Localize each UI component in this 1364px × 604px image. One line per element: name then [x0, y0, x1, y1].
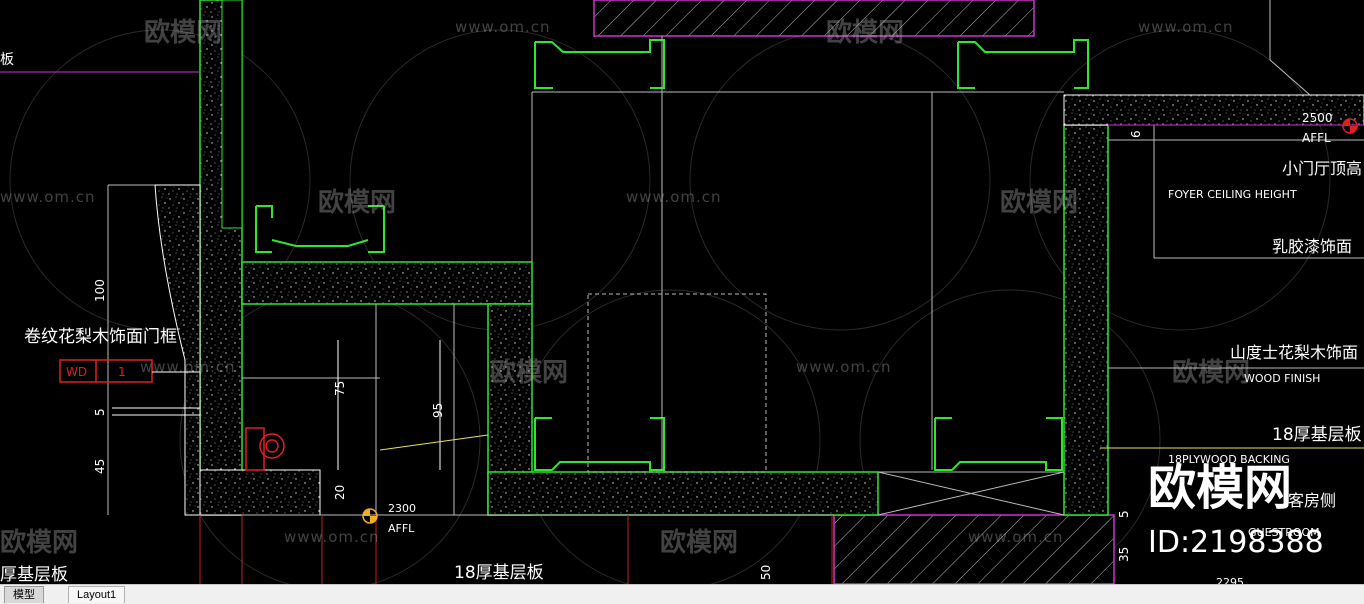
label-guestroom-partial: 客房侧 [1288, 491, 1336, 510]
elev-2300: 2300 [388, 502, 416, 515]
elevation-marker-2500 [1342, 118, 1358, 134]
label-wood-en: WOOD FINISH [1244, 372, 1320, 385]
label-wood-cn: 山度士花梨木饰面 [1230, 343, 1358, 362]
label-base-board-partial: 厚基层板 [0, 565, 68, 584]
dim-5-left: 5 [93, 408, 107, 416]
label-plywood-en: 18PLYWOOD BACKING [1168, 453, 1290, 466]
label-foyer-en: FOYER CEILING HEIGHT [1168, 188, 1297, 201]
label-plywood-bottom: 18厚基层板 [454, 563, 544, 583]
label-foyer-cn: 小门厅顶高 [1282, 159, 1362, 178]
tab-layout1[interactable]: Layout1 [68, 586, 126, 603]
wd-tag-number: 1 [118, 365, 126, 379]
dim-5-right: 5 [1117, 510, 1131, 518]
watermark-brand-large: 欧模网 [1148, 460, 1293, 516]
tab-model[interactable]: 模型 [4, 586, 44, 603]
elevation-marker-2300 [362, 508, 378, 524]
label-latex: 乳胶漆饰面 [1272, 237, 1352, 256]
dim-50: 50 [759, 565, 773, 580]
affl-2: AFFL [388, 522, 415, 535]
label-door-frame: 卷纹花梨木饰面门框 [24, 327, 177, 347]
affl-1: AFFL [1302, 131, 1331, 145]
elev-2500: 2500 [1302, 111, 1333, 125]
label-guestroom-en: GUESTROOM [1248, 526, 1320, 539]
label-plywood-cn: 18厚基层板 [1272, 425, 1362, 445]
dim-95: 95 [431, 403, 445, 418]
dim-100: 100 [93, 279, 107, 302]
watermark-id: ID:2198388 [1148, 525, 1324, 560]
cad-section-drawing: 板 卷纹花梨木饰面门框 WD 1 小门厅顶高 FOYER CEILING HEI… [0, 0, 1364, 591]
cad-drawing-canvas[interactable]: 板 卷纹花梨木饰面门框 WD 1 小门厅顶高 FOYER CEILING HEI… [0, 0, 1364, 591]
dim-75: 75 [333, 381, 347, 396]
layout-tab-bar: 模型 Layout1 [0, 584, 1364, 604]
dim-35: 35 [1117, 547, 1131, 562]
dim-45: 45 [93, 459, 107, 474]
elev-partial: 2295 [1216, 576, 1244, 584]
dim-6: 6 [1129, 130, 1143, 138]
label-partial-top-left: 板 [0, 52, 14, 68]
dim-20: 20 [333, 485, 347, 500]
wd-tag-label: WD [66, 365, 87, 379]
